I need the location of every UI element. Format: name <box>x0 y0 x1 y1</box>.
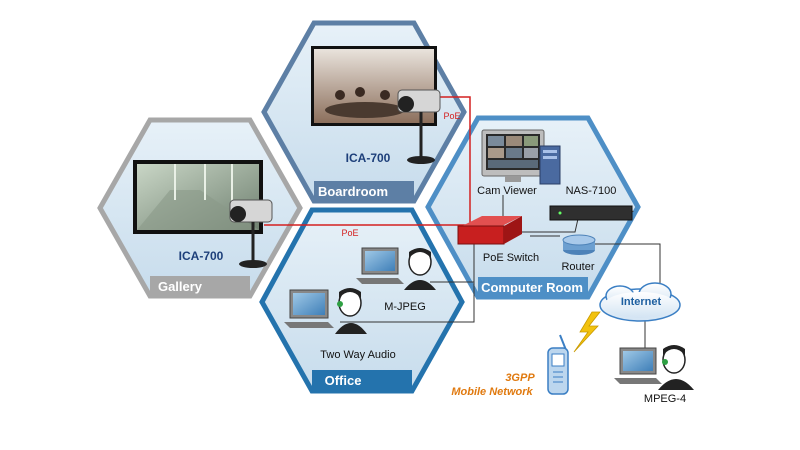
router-label: Router <box>561 261 594 273</box>
nas-icon <box>549 205 634 221</box>
internet-label: Internet <box>621 296 662 308</box>
nas-label: NAS-7100 <box>566 185 617 197</box>
mjpeg-user-laptop-icon <box>356 247 436 290</box>
gallery-camera-icon <box>229 199 273 268</box>
boardroom-camera-icon <box>397 89 441 164</box>
gallery-photo <box>133 160 263 234</box>
two-way-audio-user-laptop-icon <box>284 288 367 334</box>
lightning-bolt-icon <box>573 311 601 353</box>
gallery-camera-label: ICA-700 <box>179 249 224 263</box>
zone-label-gallery: Gallery <box>158 279 203 294</box>
cam-viewer-label: Cam Viewer <box>477 185 537 197</box>
boardroom-camera-label: ICA-700 <box>346 151 391 165</box>
boardroom-photo <box>311 46 437 126</box>
internet-cloud-icon <box>599 282 681 322</box>
poe-switch-icon <box>457 216 522 245</box>
zone-label-computer-room: Computer Room <box>481 280 583 295</box>
mpeg4-user-laptop-icon <box>614 345 694 390</box>
mobile-network-line1: 3GPP <box>505 372 535 384</box>
two-way-audio-label: Two Way Audio <box>320 349 395 361</box>
mobile-network-line2: Mobile Network <box>451 386 533 398</box>
server-tower-icon <box>539 145 561 185</box>
poe-switch-label: PoE Switch <box>483 252 539 264</box>
cam-viewer-monitor-icon <box>481 129 545 182</box>
poe-label-gallery: PoE <box>341 228 358 238</box>
mobile-phone-icon <box>547 334 569 395</box>
mjpeg-label: M-JPEG <box>384 301 426 313</box>
mpeg4-label: MPEG-4 <box>644 393 686 405</box>
poe-label-boardroom: PoE <box>443 111 460 121</box>
zone-label-office: Office <box>325 373 362 388</box>
zone-label-boardroom: Boardroom <box>318 184 388 199</box>
router-icon <box>562 234 596 255</box>
